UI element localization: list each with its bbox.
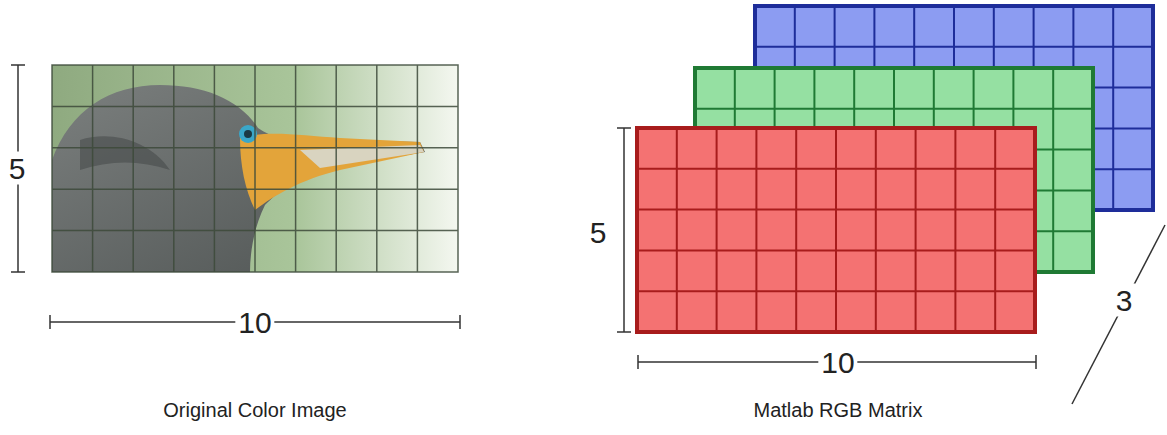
dimension-lines: [11, 65, 1165, 404]
dimension-label-box: 5: [587, 216, 610, 249]
dimension-label: 3: [1113, 284, 1136, 317]
dimension-label-box: 10: [818, 346, 857, 379]
dimension-label-box: 5: [6, 152, 29, 185]
dimension-label: 10: [235, 306, 274, 339]
dimension-label: 5: [587, 216, 610, 249]
dimension-label: 10: [818, 346, 857, 379]
caption-box: Matlab RGB Matrix: [751, 399, 926, 421]
caption: Original Color Image: [160, 399, 349, 421]
caption: Matlab RGB Matrix: [751, 399, 926, 421]
dimension-label-box: 3: [1113, 284, 1136, 317]
caption-box: Original Color Image: [160, 399, 349, 421]
red-channel: [637, 128, 1035, 332]
bird-photo: [52, 65, 458, 272]
image-grid: [52, 65, 458, 272]
dimension-label: 5: [6, 152, 29, 185]
dimension-label-box: 10: [235, 306, 274, 339]
